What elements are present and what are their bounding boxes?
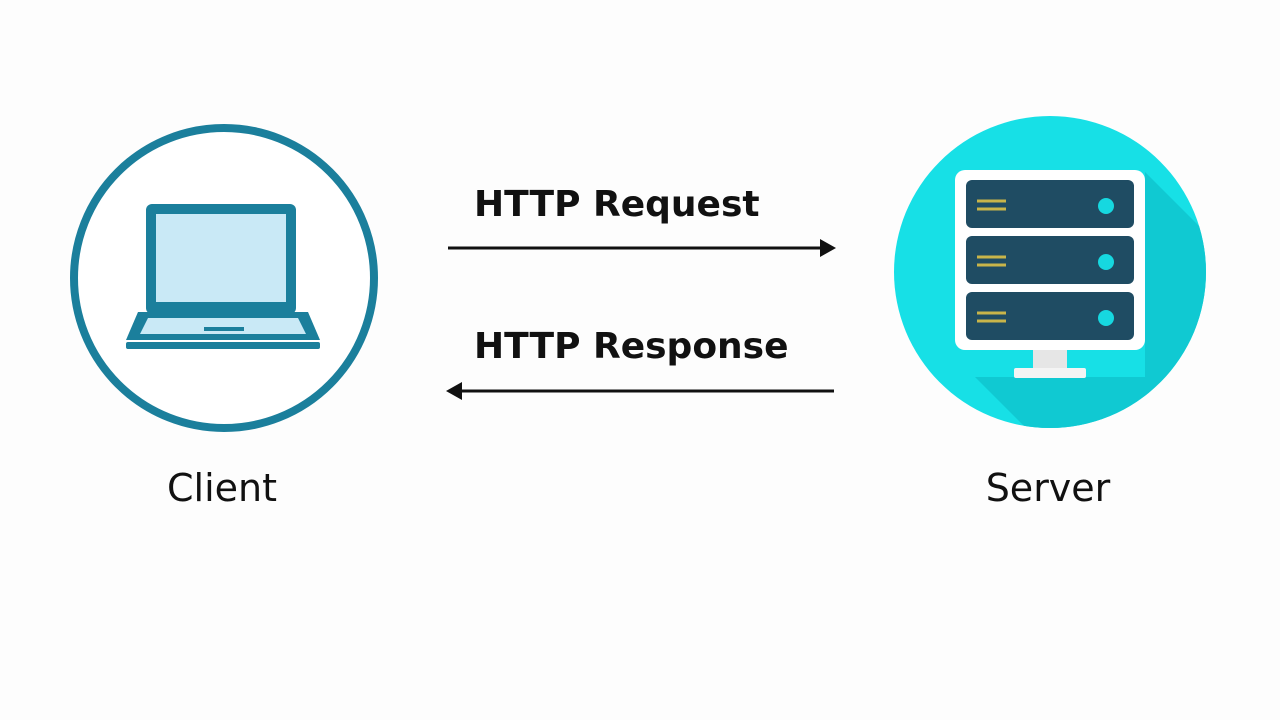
client-label: Client	[166, 466, 277, 510]
response-arrow	[446, 382, 834, 400]
server-rack-icon	[894, 116, 1206, 428]
http-request-label: HTTP Request	[474, 184, 760, 225]
client-node	[68, 122, 380, 434]
http-response-label: HTTP Response	[474, 326, 789, 367]
request-arrow	[448, 239, 836, 257]
server-node	[890, 112, 1210, 432]
laptop-icon	[70, 124, 378, 432]
server-label: Server	[985, 466, 1111, 510]
